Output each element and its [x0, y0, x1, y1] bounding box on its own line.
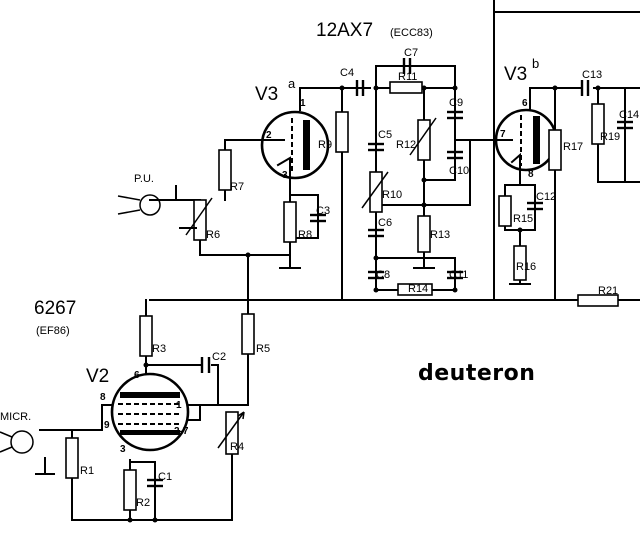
label-c9: C9 [449, 97, 463, 109]
labels: 12AX7 (ECC83) V3 a V3 b 6267 (EF86) V2 P… [0, 20, 639, 509]
v3-tube-type: 12AX7 [316, 20, 373, 41]
pu-input-label: P.U. [134, 173, 154, 185]
resistor-r19 [591, 103, 605, 145]
resistor-r11 [389, 81, 423, 94]
label-c6: C6 [378, 217, 392, 229]
resistors [65, 81, 619, 511]
resistor-r21 [577, 294, 619, 307]
v3a-label: V3 [255, 84, 278, 105]
label-v2-k: 3 [120, 444, 126, 455]
grounds [35, 227, 531, 475]
label-v3b-cathode: 8 [528, 169, 534, 180]
v3-tube-equiv: (ECC83) [390, 27, 433, 39]
resistor-r1 [65, 437, 79, 479]
v2-tube-equiv: (EF86) [36, 325, 70, 337]
tube-v2 [110, 372, 190, 452]
resistor-r5 [241, 313, 255, 355]
label-r14: R14 [408, 283, 428, 295]
resistor-r15 [498, 195, 512, 227]
label-v2-h: 2-7 [174, 426, 189, 437]
v3b-sup: b [532, 56, 539, 71]
label-r8: R8 [298, 229, 312, 241]
label-c3: C3 [316, 205, 330, 217]
brand-logo-text: deuteron [418, 361, 535, 386]
capacitors [147, 58, 633, 488]
tube-v3b [494, 108, 558, 172]
label-c13: C13 [582, 69, 602, 81]
label-v2-anode: 6 [134, 370, 140, 381]
label-r4: R4 [230, 441, 244, 453]
label-v2-g1: 9 [104, 420, 110, 431]
resistor-r17 [548, 129, 562, 171]
label-r19: R19 [600, 131, 620, 143]
label-r7: R7 [230, 181, 244, 193]
label-r21: R21 [598, 285, 618, 297]
v2-tube-type: 6267 [34, 298, 76, 319]
label-r15: R15 [513, 213, 533, 225]
micr-input-jack [0, 430, 34, 454]
label-r1: R1 [80, 465, 94, 477]
label-c11: C11 [449, 269, 468, 281]
label-r16: R16 [516, 261, 536, 273]
label-r13: R13 [430, 229, 450, 241]
resistor-r13 [417, 215, 431, 253]
label-c2: C2 [212, 351, 226, 363]
label-r3: R3 [152, 343, 166, 355]
resistor-r10 [369, 171, 383, 213]
resistor-r4 [225, 411, 239, 455]
label-c5: C5 [378, 129, 392, 141]
label-c12: C12 [536, 191, 556, 203]
label-r10: R10 [382, 189, 402, 201]
micr-input-label: MICR. [0, 411, 31, 423]
label-v3a-grid: 2 [266, 130, 272, 141]
label-r6: R6 [206, 229, 220, 241]
label-r12: R12 [396, 139, 416, 151]
resistor-r2 [123, 469, 137, 511]
resistor-r14 [397, 283, 433, 296]
tube-v3a [260, 110, 330, 181]
label-r11: R11 [398, 71, 417, 83]
label-c14: C14 [619, 109, 639, 121]
resistor-r16 [513, 245, 527, 281]
label-v3b-grid: 7 [500, 129, 506, 140]
label-v2-g3: 8 [100, 392, 106, 403]
resistor-r7 [218, 149, 232, 191]
pu-input-jack [117, 194, 161, 216]
label-c8: C8 [376, 269, 390, 281]
label-r5: R5 [256, 343, 270, 355]
label-r9: R9 [318, 139, 332, 151]
resistor-r8 [283, 201, 297, 243]
v3b-label: V3 [504, 64, 527, 85]
label-r17: R17 [563, 141, 583, 153]
label-c1: C1 [158, 471, 172, 483]
v3a-sup: a [288, 76, 296, 91]
resistor-r9 [335, 111, 349, 153]
label-v2-g2: 1 [176, 400, 182, 411]
label-v3b-anode: 6 [522, 98, 528, 109]
label-c10: C10 [449, 165, 469, 177]
resistor-r3 [139, 315, 153, 357]
label-r2: R2 [136, 497, 150, 509]
label-c7: C7 [404, 47, 418, 59]
label-v3a-cathode: 3 [282, 170, 288, 181]
label-v3a-anode: 1 [300, 98, 306, 109]
v2-label: V2 [86, 366, 109, 387]
label-c4: C4 [340, 67, 354, 79]
